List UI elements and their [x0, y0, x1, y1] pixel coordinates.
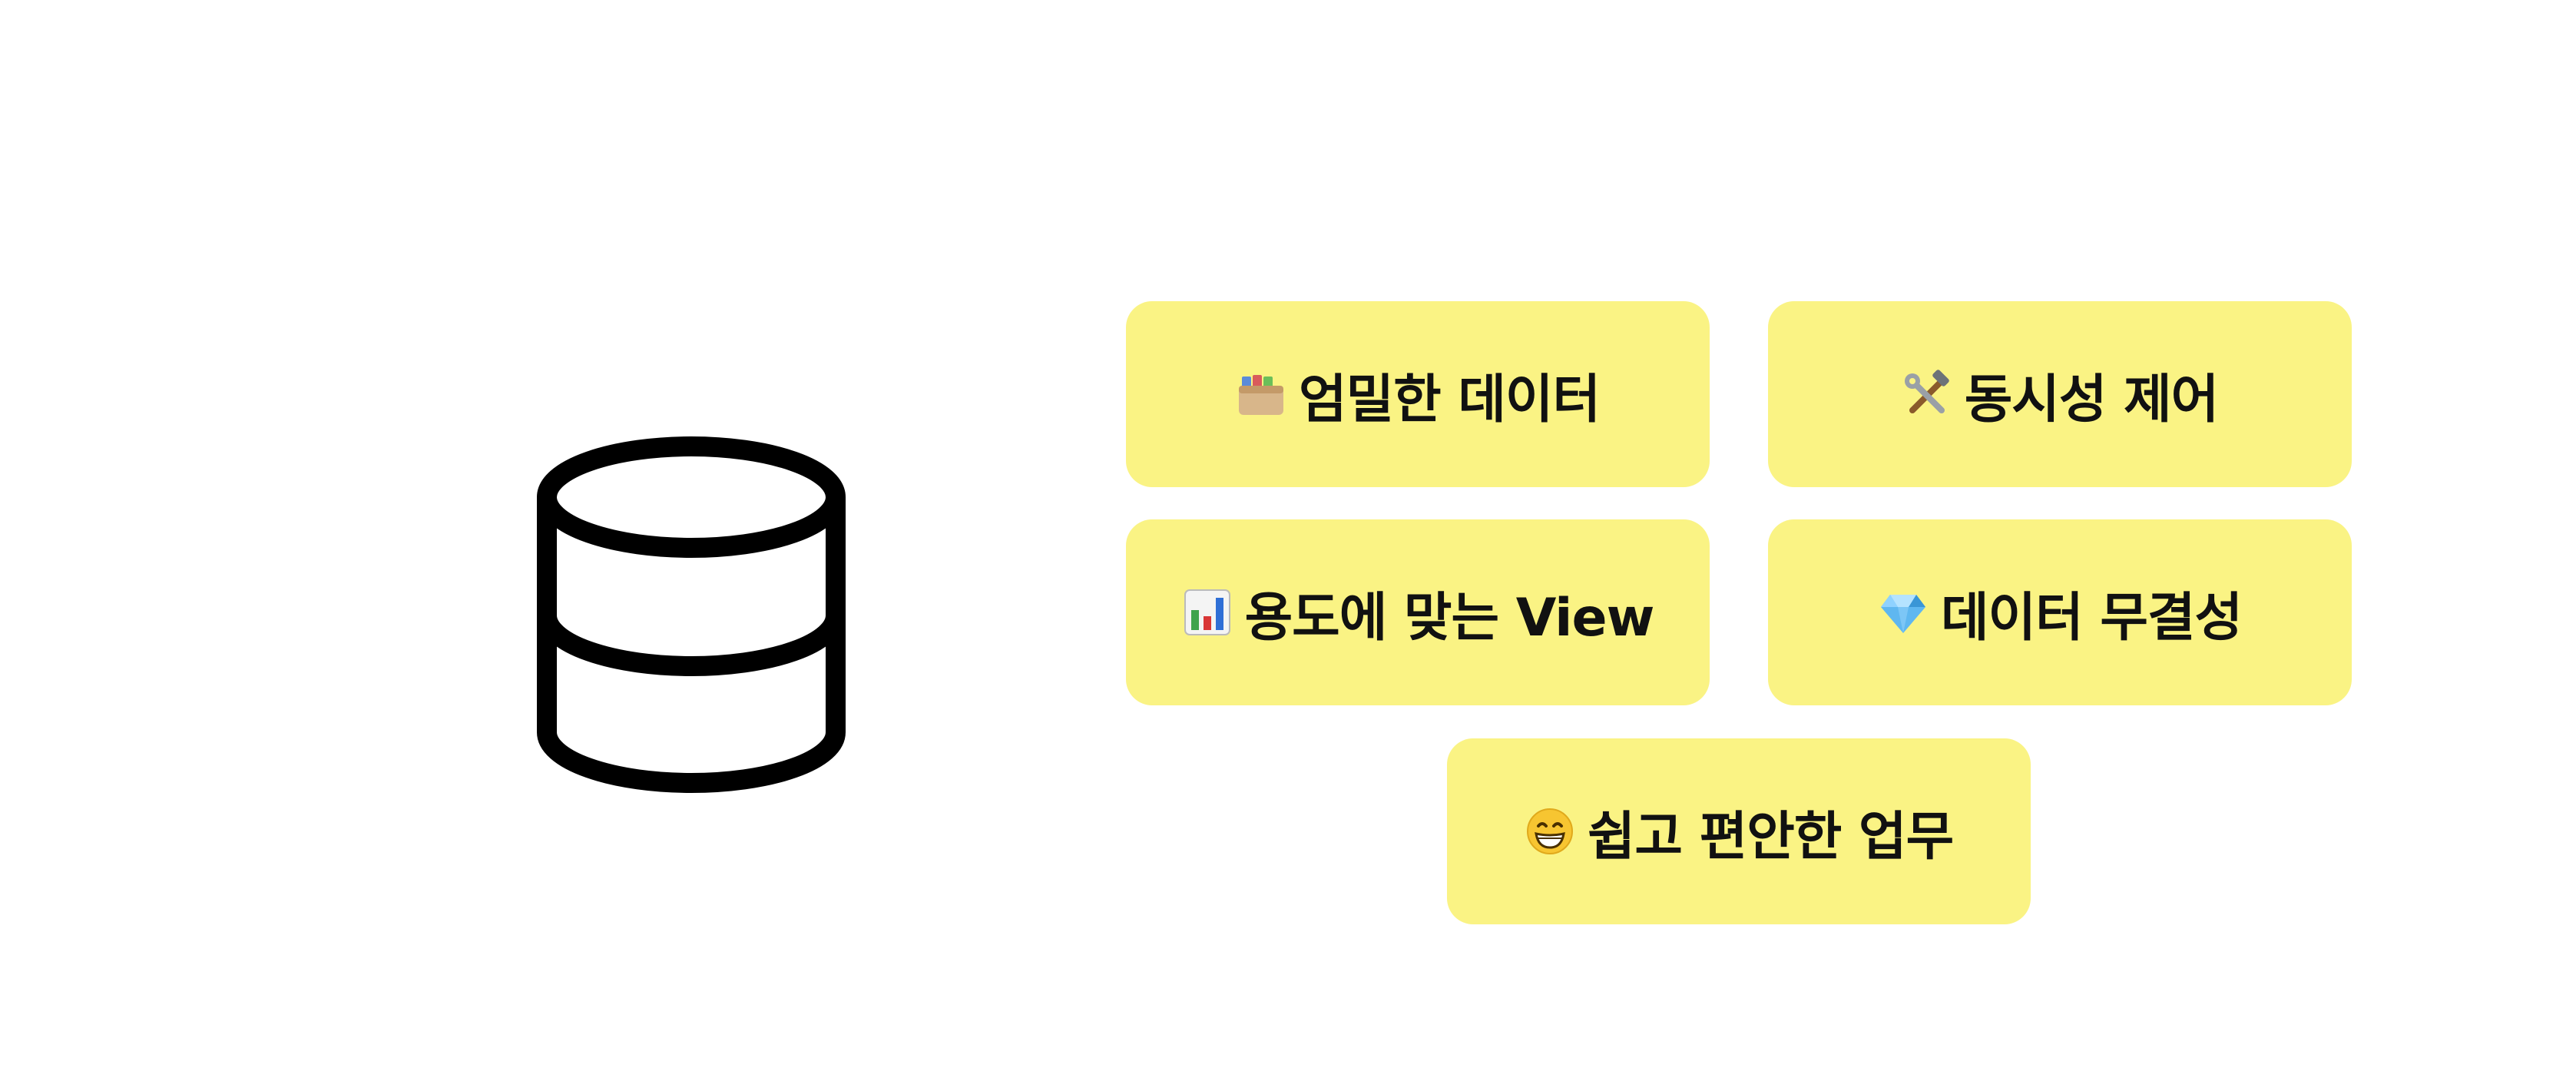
card-label: 동시성 제어 [1964, 369, 2219, 430]
gem-stone-icon [1878, 587, 1929, 638]
card-precise-data: 엄밀한 데이터 [1126, 301, 1710, 487]
card-label: 쉽고 편안한 업무 [1587, 806, 1954, 867]
database-icon [537, 436, 846, 793]
card-label: 엄밀한 데이터 [1298, 369, 1601, 430]
card-purpose-view: 용도에 맞는 View [1126, 519, 1710, 705]
grinning-face-icon [1525, 806, 1575, 857]
bar-chart-icon [1182, 587, 1233, 638]
card-file-box-icon [1236, 369, 1286, 420]
card-label: 용도에 맞는 View [1244, 587, 1655, 648]
card-data-integrity: 데이터 무결성 [1768, 519, 2352, 705]
card-label: 데이터 무결성 [1940, 587, 2243, 648]
card-easy-work: 쉽고 편안한 업무 [1447, 738, 2031, 924]
card-concurrency-control: 동시성 제어 [1768, 301, 2352, 487]
hammer-and-wrench-icon [1902, 369, 1952, 420]
